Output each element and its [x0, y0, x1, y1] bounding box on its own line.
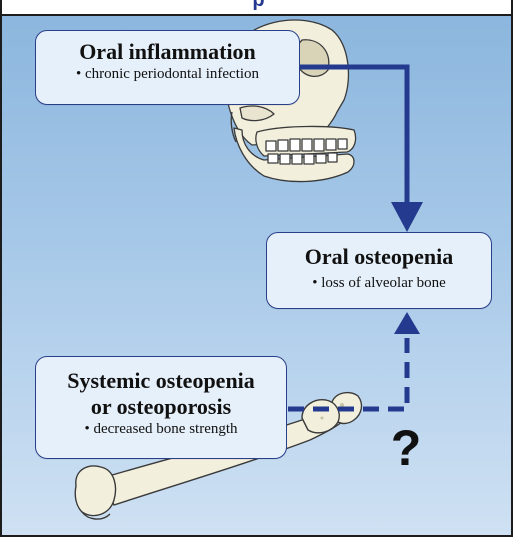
- systemic-detail: • decreased bone strength: [36, 420, 286, 438]
- header-divider: [2, 14, 513, 16]
- oral-osteopenia-detail: • loss of alveolar bone: [267, 274, 491, 292]
- oral-inflammation-title: Oral inflammation: [36, 39, 299, 65]
- systemic-title-line1: Systemic osteopenia: [36, 368, 286, 394]
- oral-inflammation-box: Oral inflammation • chronic periodontal …: [35, 30, 300, 105]
- oral-osteopenia-title: Oral osteopenia: [267, 244, 491, 270]
- header-fragment: p: [2, 0, 513, 13]
- unknown-link-question-mark: ?: [388, 418, 424, 478]
- oral-inflammation-detail: • chronic periodontal infection: [36, 65, 299, 83]
- systemic-osteopenia-box: Systemic osteopenia or osteoporosis • de…: [35, 356, 287, 459]
- oral-osteopenia-box: Oral osteopenia • loss of alveolar bone: [266, 232, 492, 309]
- systemic-title-line2: or osteoporosis: [36, 394, 286, 420]
- header-band: p: [2, 0, 513, 14]
